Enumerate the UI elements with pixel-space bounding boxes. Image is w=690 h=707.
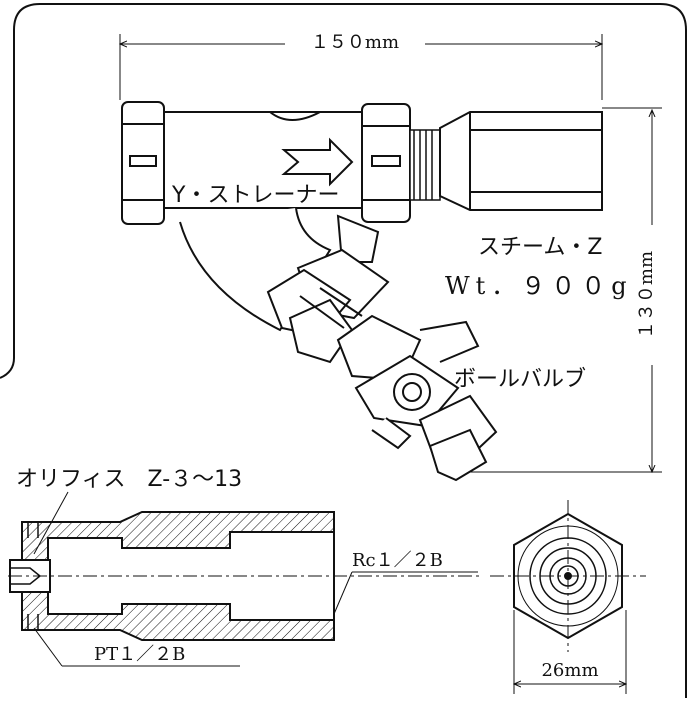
- y-strainer-label: Y・ストレーナー: [171, 183, 339, 208]
- hex-end-view: [490, 500, 646, 652]
- hex-dim-label: 26mm: [541, 660, 598, 681]
- flow-arrow-icon: [281, 137, 354, 187]
- ball-valve-label: ボールバルブ: [454, 367, 586, 392]
- height-dim-label: １３０mm: [636, 251, 657, 339]
- steam-z-nozzle: [439, 111, 603, 211]
- orifice-label: オリフィス Z-３～13: [16, 467, 242, 492]
- thread-connector: [409, 129, 441, 201]
- y-strainer-body: [121, 101, 411, 332]
- width-dim-label: １５０mm: [311, 32, 399, 53]
- weight-label: Wt．９００g: [445, 272, 633, 300]
- steam-z-label: スチーム・Z: [478, 235, 602, 260]
- rc-label: Rc１／２B: [352, 550, 443, 571]
- width-dimension: [120, 30, 602, 100]
- strainer-cap: [266, 214, 390, 364]
- height-dimension: [440, 107, 664, 472]
- frame: [0, 3, 687, 698]
- rc-pointer: [333, 571, 353, 615]
- pt-label: PT１／２B: [94, 644, 185, 665]
- pt-pointer: [33, 627, 63, 667]
- ball-valve: [336, 314, 498, 482]
- hex-dimension: [514, 610, 626, 694]
